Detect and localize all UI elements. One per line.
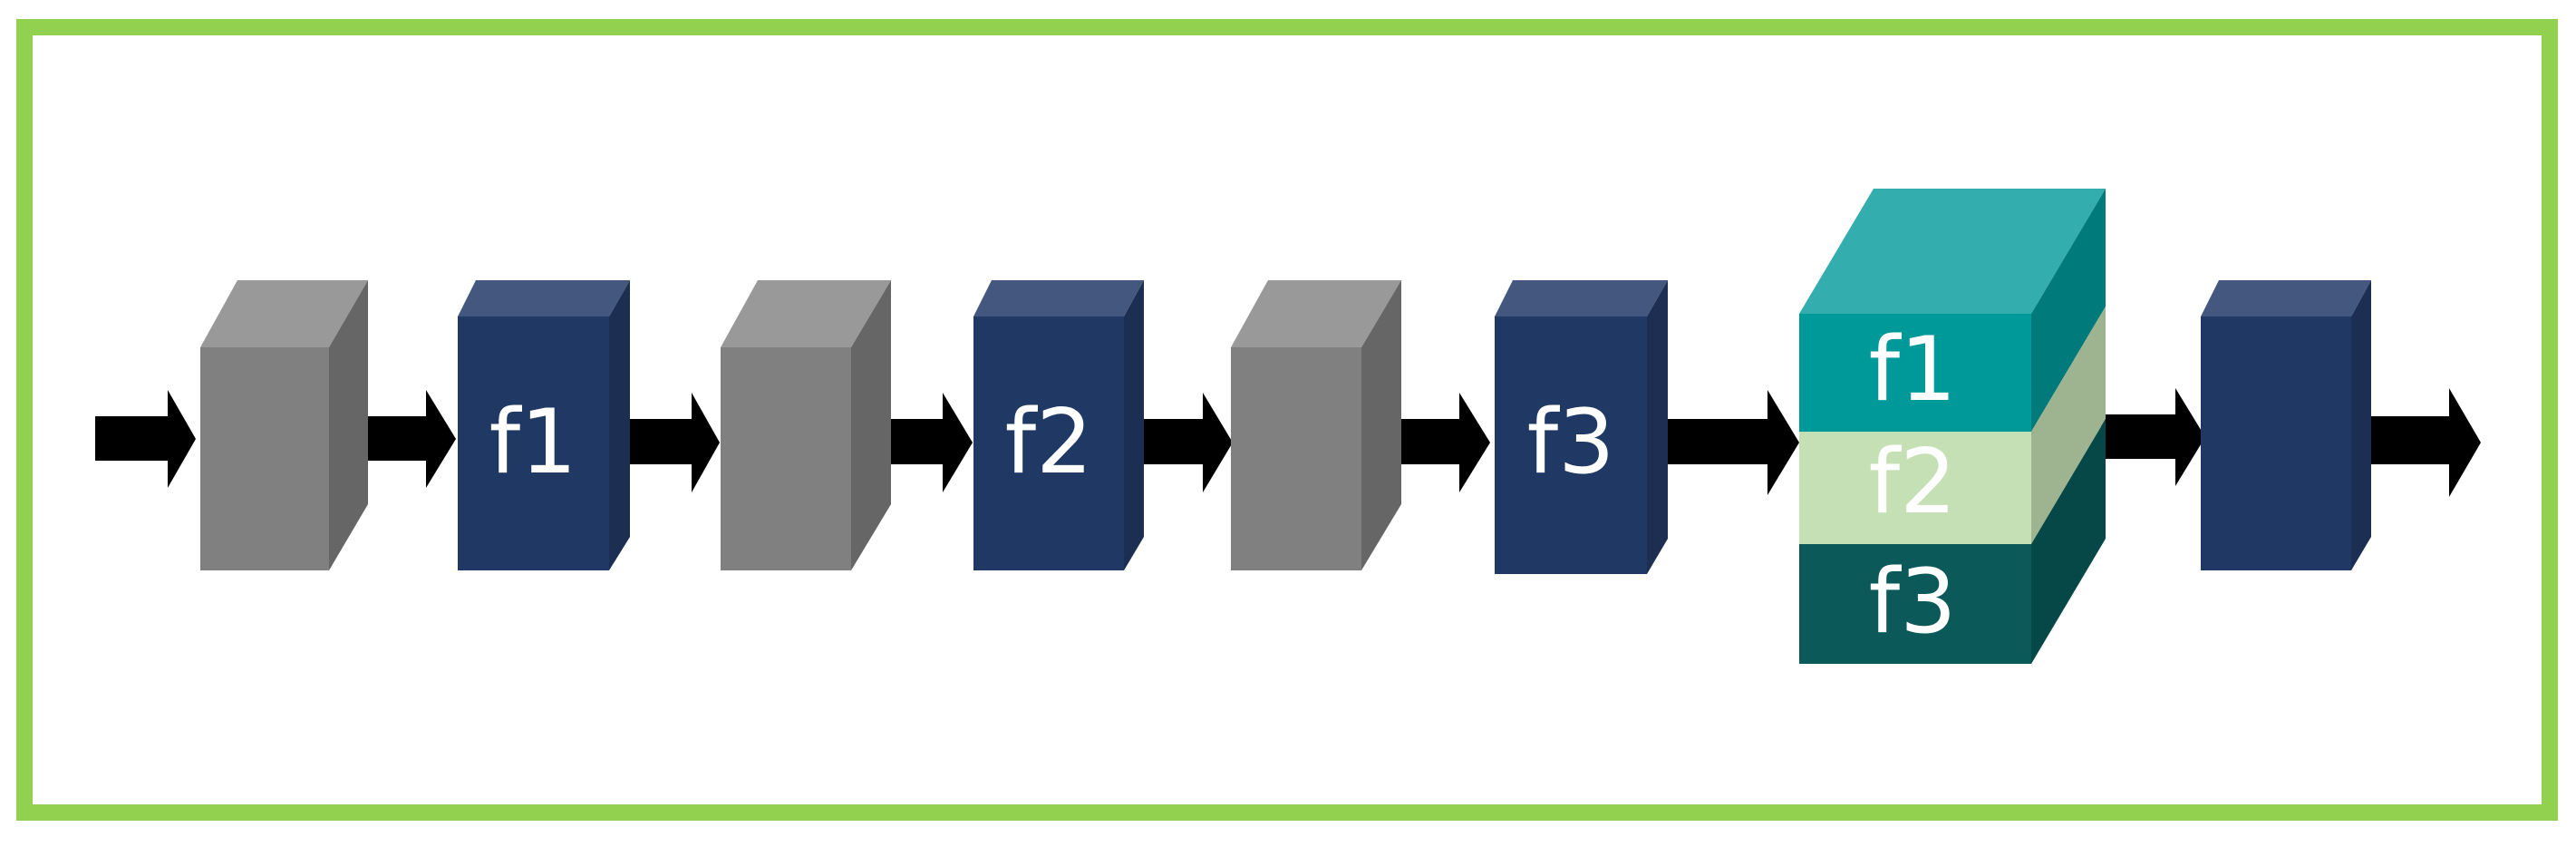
block-gray-1 [200,280,368,570]
block-side-face [1647,280,1668,574]
arrow-f3-to-stack [1665,390,1799,495]
block-front-face [973,316,1124,570]
arrow-f1-to-gray2 [618,393,720,492]
block-label: f2 [1005,391,1093,494]
block-stack-concat: f1 f2 f3 [1799,189,2106,664]
block-side-face [329,280,368,570]
arrow-gray3-to-f3 [1394,393,1490,492]
arrow-f2-to-gray3 [1130,393,1233,492]
block-side-face [609,280,630,570]
block-front-face [721,347,851,570]
block-label: f1 [489,391,577,494]
block-front-face [2201,316,2351,570]
block-f1: f1 [458,280,630,570]
stack-top-face [1799,189,2106,314]
block-front-face [1231,347,1361,570]
arrow-gray1-to-f1 [356,390,456,488]
block-top-face [1495,280,1668,316]
stack-label-f3: f3 [1869,550,1957,654]
block-front-face [200,347,329,570]
outer-frame [16,19,2558,821]
block-front-face [1495,316,1647,574]
arrow-input [95,390,196,488]
block-top-face [721,280,891,347]
stack-side-f2 [2031,307,2106,544]
stack-label-f2: f2 [1869,431,1957,534]
stack-label-f1: f1 [1869,318,1957,422]
stack-front-f3 [1799,544,2031,664]
arrows [95,388,2481,497]
arrow-gray2-to-f2 [870,393,973,492]
block-output [2201,280,2371,570]
block-f3: f3 [1495,280,1668,574]
arrow-stack-to-output-block [2101,388,2205,486]
stack-front-f2 [1799,432,2031,544]
block-gray-3 [1231,280,1401,570]
block-top-face [200,280,368,347]
block-side-face [851,280,891,570]
block-side-face [2351,280,2371,570]
block-side-face [1361,280,1401,570]
block-front-face [458,316,609,570]
block-top-face [458,280,630,316]
stack-side-f1 [2031,189,2106,432]
stack-side-f3 [2031,419,2106,664]
arrow-output [2368,388,2481,497]
block-gray-2 [721,280,891,570]
block-side-face [1124,280,1144,570]
block-label: f3 [1527,391,1615,494]
block-top-face [1231,280,1401,347]
stack-front-f1 [1799,314,2031,432]
block-top-face [973,280,1144,316]
block-f2: f2 [973,280,1144,570]
block-top-face [2201,280,2371,316]
